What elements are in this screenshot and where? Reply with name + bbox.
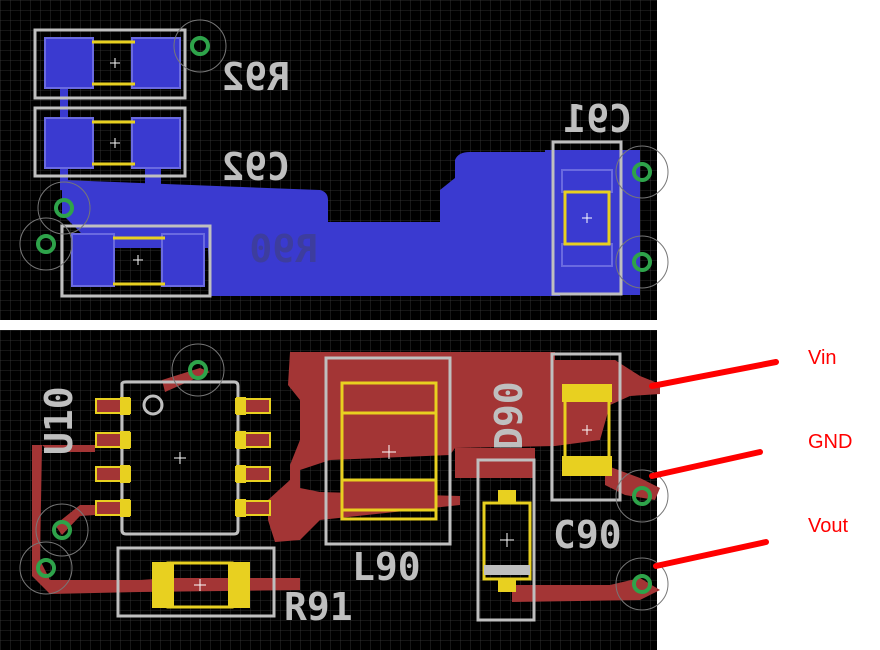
top-vias xyxy=(19,19,669,289)
r90-footprint xyxy=(60,224,212,298)
r92-footprint xyxy=(33,28,187,100)
c90-label: C90 xyxy=(553,513,622,557)
gnd-arrow xyxy=(649,449,763,479)
d90-label: D90 xyxy=(487,381,531,450)
c92-label: C92 xyxy=(221,145,290,189)
l90-label: L90 xyxy=(352,545,421,589)
d90-footprint xyxy=(476,458,536,622)
bottom-board-view: U10 D90 L90 C90 R91 xyxy=(0,330,669,650)
vout-arrow xyxy=(653,539,769,569)
vin-arrow xyxy=(649,359,779,389)
pin-annotation-arrows xyxy=(649,359,779,569)
top-board-view: R92 C92 R90 C91 xyxy=(0,0,669,320)
r91-footprint xyxy=(116,546,276,618)
c92-footprint xyxy=(33,106,187,178)
gnd-label: GND xyxy=(808,431,853,453)
r91-label: R91 xyxy=(284,585,353,629)
c90-footprint xyxy=(550,352,622,502)
u10-footprint xyxy=(95,380,271,536)
c91-label: C91 xyxy=(563,97,632,141)
u10-label: U10 xyxy=(37,386,81,455)
r90-label: R90 xyxy=(249,227,318,271)
c91-footprint xyxy=(551,140,623,296)
r92-label: R92 xyxy=(221,55,290,99)
bottom-vias xyxy=(19,343,669,611)
l90-footprint xyxy=(324,356,452,546)
vout-label: Vout xyxy=(808,515,849,537)
vin-label: Vin xyxy=(808,347,837,369)
view-separator xyxy=(0,320,657,330)
